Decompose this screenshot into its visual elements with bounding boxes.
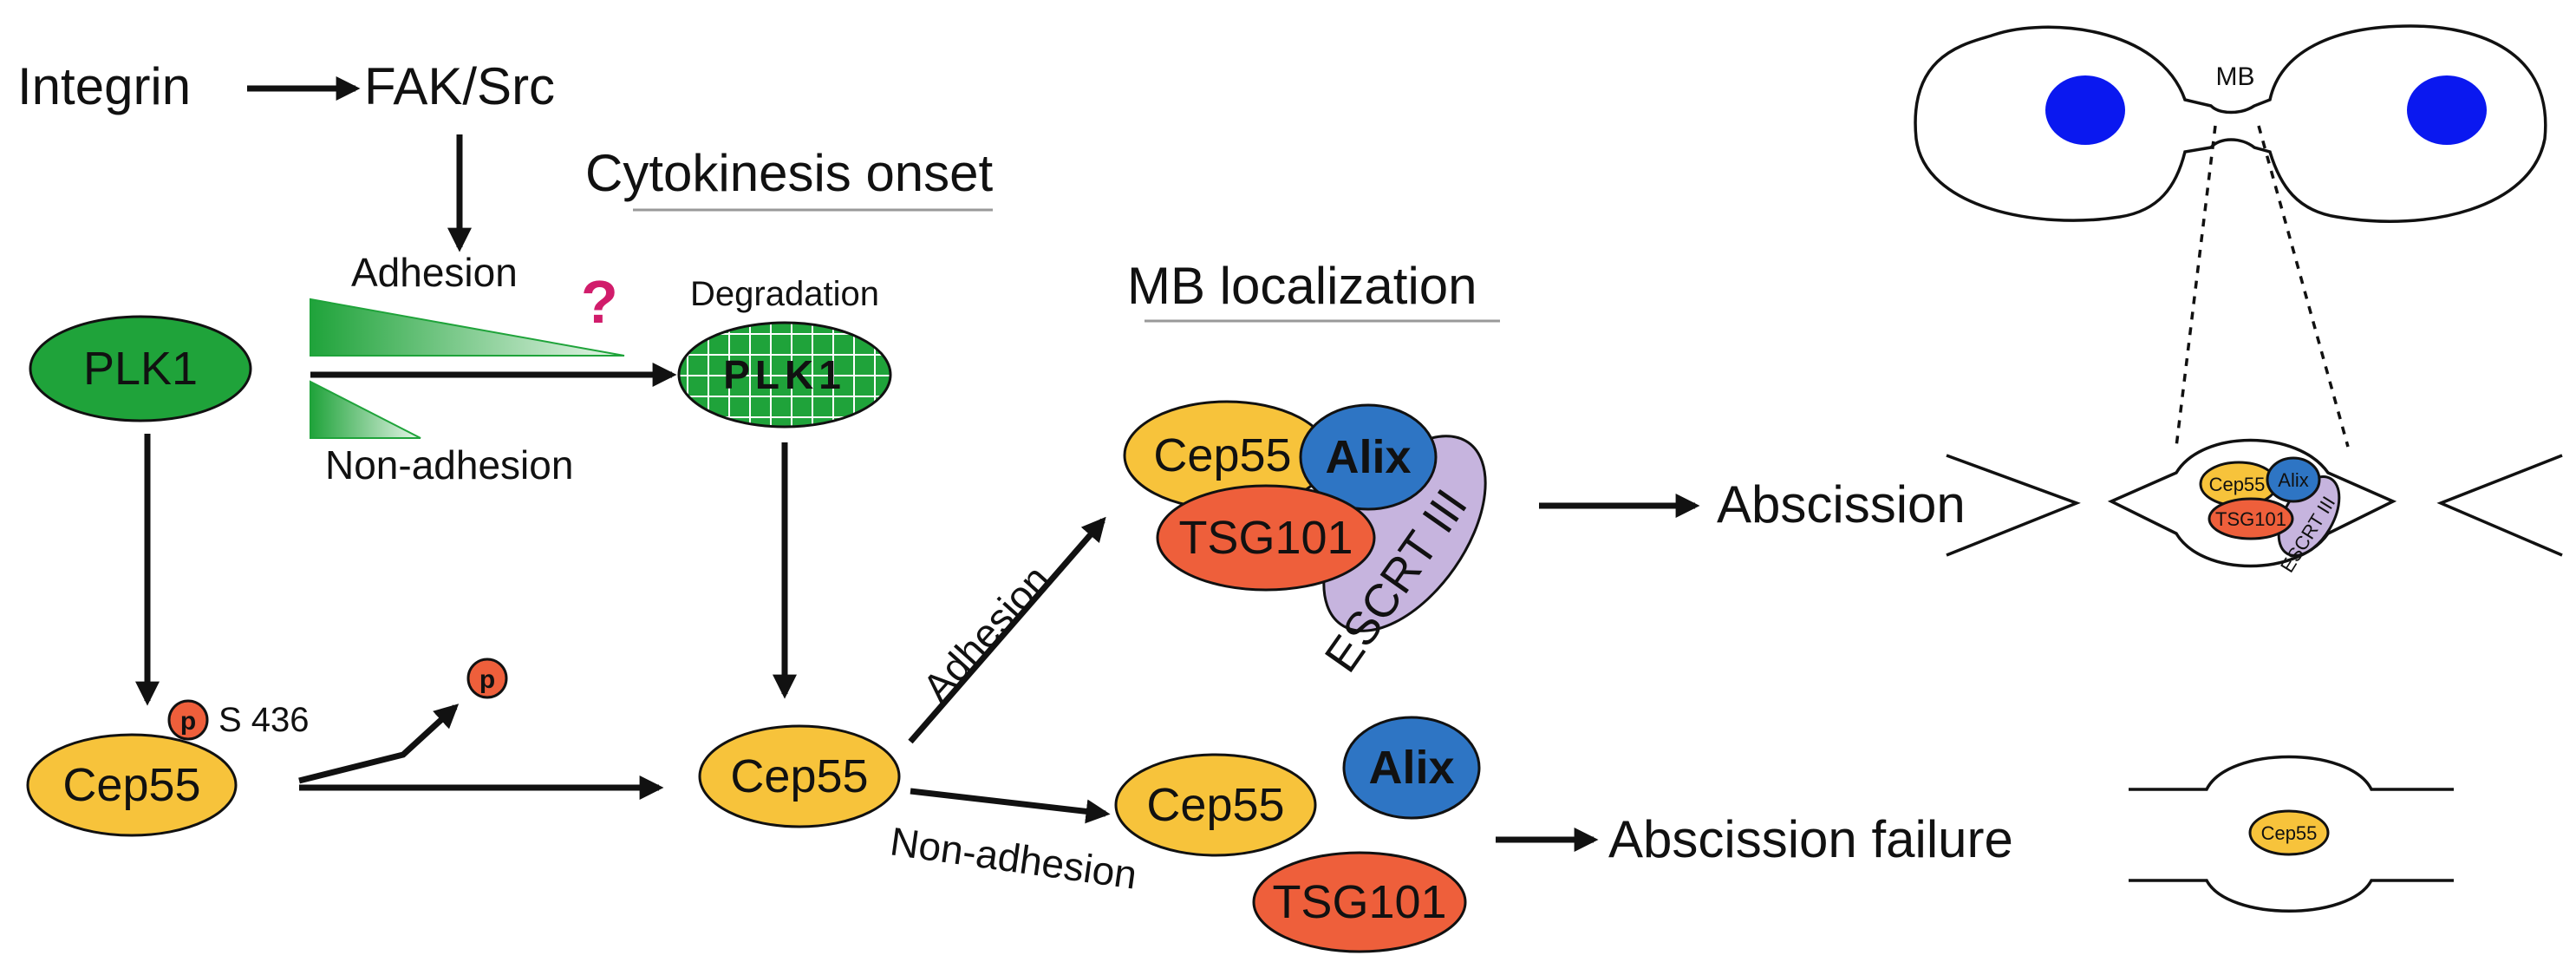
- alix-scattered-node: [1342, 716, 1481, 820]
- cep55-mini-label: Cep55: [2209, 474, 2266, 495]
- alix-complex-label: Alix: [1325, 431, 1411, 483]
- adhesion-top-label: Adhesion: [351, 250, 518, 295]
- non-adhesion-wedge: [310, 380, 421, 439]
- adhesion-wedge: [310, 298, 625, 357]
- zoom-bridge-left-taper: [1946, 454, 2081, 557]
- plk1-label: PLK1: [83, 343, 198, 395]
- tsg101-mini-label: TSG101: [2215, 508, 2286, 530]
- question-mark: ?: [581, 268, 618, 336]
- cep55-failure-mini-label: Cep55: [2261, 822, 2318, 844]
- non-adhesion-diagonal-label: Non-adhesion: [888, 818, 1140, 897]
- tsg101-scattered-label: TSG101: [1272, 876, 1446, 928]
- alix-mini-node: [2266, 456, 2321, 503]
- fak-src-label: FAK/Src: [364, 57, 555, 115]
- phospho-badge-s436: [167, 699, 209, 741]
- tsg101-scattered-node: [1252, 851, 1467, 953]
- released-phosphate: [466, 658, 508, 699]
- adhesion-diagonal-label: Adhesion: [914, 556, 1059, 710]
- plk1-node: [29, 315, 252, 422]
- cep55-complex-label: Cep55: [1153, 429, 1291, 481]
- cep55-phospho-label: Cep55: [62, 759, 200, 811]
- plk1-degraded-label: PLK1: [723, 352, 846, 397]
- cep55-phospho-node: [26, 733, 238, 837]
- mb-localization-label: MB localization: [1127, 257, 1477, 315]
- non-adhesion-diagonal-arrow: [910, 788, 1111, 824]
- tsg101-complex-node: [1156, 484, 1376, 592]
- alix-complex-node: [1299, 403, 1438, 511]
- alix-scattered-label: Alix: [1368, 742, 1454, 794]
- cep55-scattered-label: Cep55: [1146, 779, 1284, 831]
- right-nucleus: [2407, 75, 2487, 145]
- non-adhesion-top-label: Non-adhesion: [325, 442, 573, 488]
- dephosphorylation-arrow: [298, 704, 460, 784]
- zoom-midbody-outline: [2107, 438, 2397, 568]
- cytokinesis-onset-label: Cytokinesis onset: [585, 144, 994, 202]
- cep55-central-label: Cep55: [730, 750, 868, 802]
- abscission-failure-label: Abscission failure: [1608, 810, 2013, 868]
- phospho-badge-s436-label: p: [180, 707, 196, 736]
- alix-mini-label: Alix: [2278, 469, 2308, 491]
- cep55-central-node: [698, 724, 901, 828]
- left-nucleus: [2045, 75, 2125, 145]
- degradation-label: Degradation: [690, 275, 879, 313]
- zoom-bridge-right-taper: [2436, 454, 2563, 557]
- integrin-label: Integrin: [17, 57, 191, 115]
- cep55-scattered-node: [1114, 753, 1317, 857]
- tsg101-mini-node: [2208, 497, 2294, 540]
- cep55-failure-mini-node: [2248, 809, 2330, 856]
- zoom-line-left: [2175, 125, 2217, 448]
- dividing-cell-outline: [1914, 24, 2547, 223]
- adhesion-diagonal-arrow: [908, 516, 1106, 744]
- tsg101-complex-label: TSG101: [1178, 512, 1353, 564]
- abscission-label: Abscission: [1717, 475, 1966, 533]
- failure-bridge-bottom: [2129, 879, 2454, 913]
- mb-label: MB: [2216, 62, 2255, 91]
- plk1-degraded-node: [677, 321, 892, 429]
- zoom-line-right: [2257, 125, 2350, 448]
- s436-label: S 436: [218, 701, 310, 739]
- failure-bridge-top: [2129, 755, 2454, 791]
- released-phosphate-label: p: [479, 665, 495, 694]
